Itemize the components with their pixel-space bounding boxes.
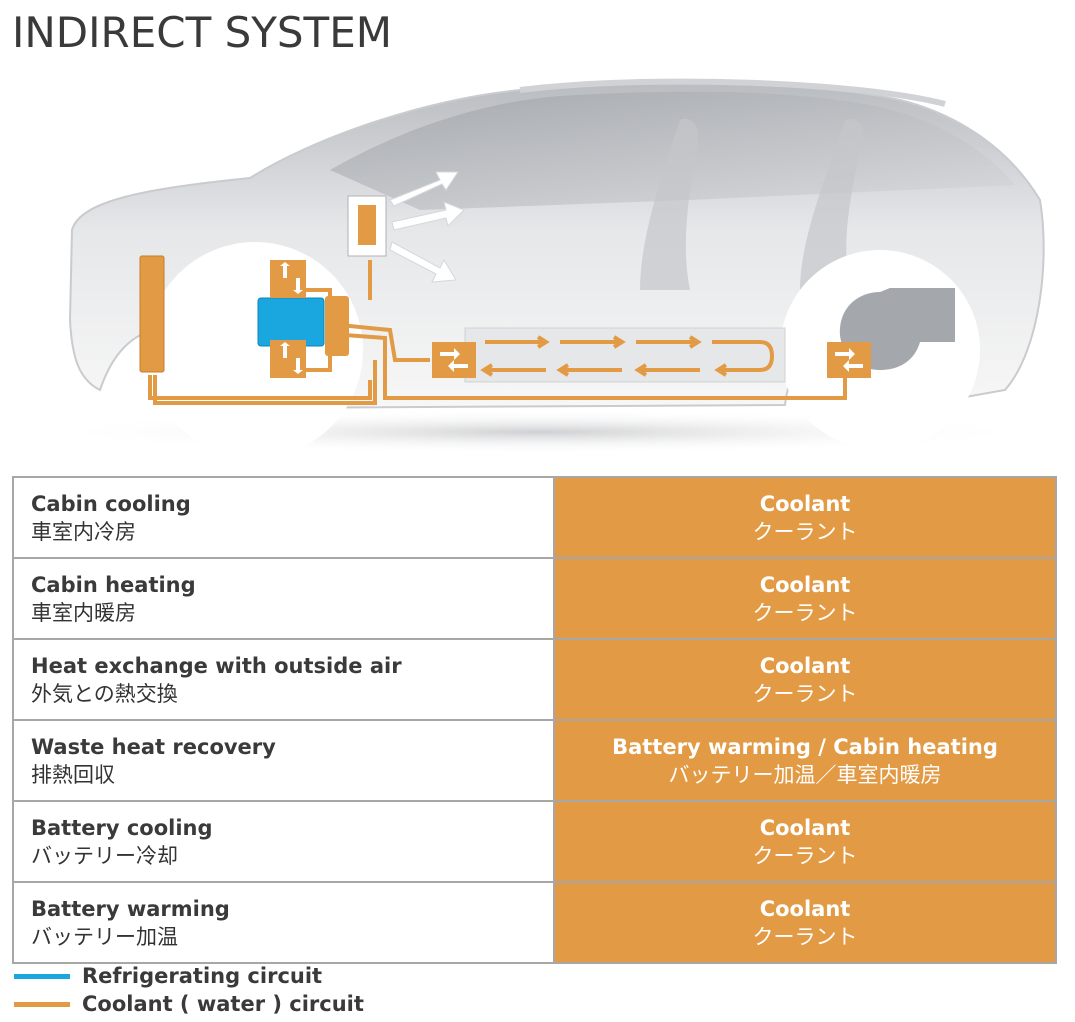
table-row: Battery cooling バッテリー冷却 Coolant クーラント — [12, 800, 1057, 883]
cabin-heater-core — [358, 205, 376, 245]
medium-label-ja: クーラント — [752, 681, 858, 706]
function-label-en: Cabin heating — [31, 572, 196, 597]
medium-label-en: Coolant — [759, 896, 851, 921]
table-row: Cabin cooling 車室内冷房 Coolant クーラント — [12, 476, 1057, 559]
car-thermal-diagram — [40, 78, 1045, 458]
battery-flow-arrows — [480, 335, 775, 377]
medium-label-en: Coolant — [759, 653, 851, 678]
medium-cell: Battery warming / Cabin heating バッテリー加温／… — [553, 719, 1057, 802]
coolant-circuit — [148, 260, 847, 405]
function-label-en: Battery warming — [31, 896, 230, 921]
medium-cell: Coolant クーラント — [553, 476, 1057, 559]
airflow-arrows — [389, 171, 465, 283]
system-comparison-table: Cabin cooling 車室内冷房 Coolant クーラント Cabin … — [12, 476, 1057, 964]
car-roofline — [519, 78, 946, 107]
function-label-en: Battery cooling — [31, 815, 213, 840]
function-label-ja: 外気との熱交換 — [31, 681, 178, 706]
function-label-ja: 車室内冷房 — [31, 519, 136, 544]
function-label-en: Heat exchange with outside air — [31, 653, 402, 678]
medium-label-en: Battery warming / Cabin heating — [612, 734, 998, 759]
function-label-ja: 車室内暖房 — [31, 600, 136, 625]
table-row: Battery warming バッテリー加温 Coolant クーラント — [12, 881, 1057, 964]
medium-label-ja: クーラント — [752, 519, 858, 544]
function-cell: Cabin heating 車室内暖房 — [12, 557, 555, 640]
legend-coolant: Coolant ( water ) circuit — [14, 992, 364, 1016]
battery-pack — [464, 327, 786, 383]
function-label-en: Waste heat recovery — [31, 734, 276, 759]
function-label-ja: バッテリー加温 — [31, 924, 178, 949]
rear-seat — [800, 118, 863, 290]
refrigerating-line-swatch — [14, 973, 70, 979]
table-row: Waste heat recovery 排熱回収 Battery warming… — [12, 719, 1057, 802]
exchanger-arrows — [440, 348, 863, 372]
function-cell: Waste heat recovery 排熱回収 — [12, 719, 555, 802]
medium-label-en: Coolant — [759, 491, 851, 516]
coolant-pump — [325, 296, 349, 356]
coolant-line-swatch — [14, 1001, 70, 1007]
legend-refrigerating: Refrigerating circuit — [14, 964, 322, 988]
front-seat — [640, 118, 699, 290]
medium-label-en: Coolant — [759, 815, 851, 840]
page-title: INDIRECT SYSTEM — [12, 8, 392, 57]
chiller-arrows — [280, 262, 303, 374]
legend-label-refrigerating: Refrigerating circuit — [82, 964, 323, 988]
function-cell: Heat exchange with outside air 外気との熱交換 — [12, 638, 555, 721]
function-cell: Battery warming バッテリー加温 — [12, 881, 555, 964]
medium-label-en: Coolant — [759, 572, 851, 597]
function-cell: Battery cooling バッテリー冷却 — [12, 800, 555, 883]
function-cell: Cabin cooling 車室内冷房 — [12, 476, 555, 559]
front-radiator — [139, 255, 165, 373]
table-row: Heat exchange with outside air 外気との熱交換 C… — [12, 638, 1057, 721]
medium-label-ja: バッテリー加温／車室内暖房 — [668, 762, 942, 787]
medium-label-ja: クーラント — [752, 600, 858, 625]
medium-cell: Coolant クーラント — [553, 800, 1057, 883]
medium-cell: Coolant クーラント — [553, 638, 1057, 721]
medium-label-ja: クーラント — [752, 843, 858, 868]
medium-label-ja: クーラント — [752, 924, 858, 949]
function-label-ja: バッテリー冷却 — [31, 843, 178, 868]
function-label-ja: 排熱回収 — [31, 762, 115, 787]
table-row: Cabin heating 車室内暖房 Coolant クーラント — [12, 557, 1057, 640]
refrigerant-compressor — [257, 297, 325, 347]
medium-cell: Coolant クーラント — [553, 557, 1057, 640]
medium-cell: Coolant クーラント — [553, 881, 1057, 964]
legend-label-coolant: Coolant ( water ) circuit — [82, 992, 364, 1016]
function-label-en: Cabin cooling — [31, 491, 191, 516]
